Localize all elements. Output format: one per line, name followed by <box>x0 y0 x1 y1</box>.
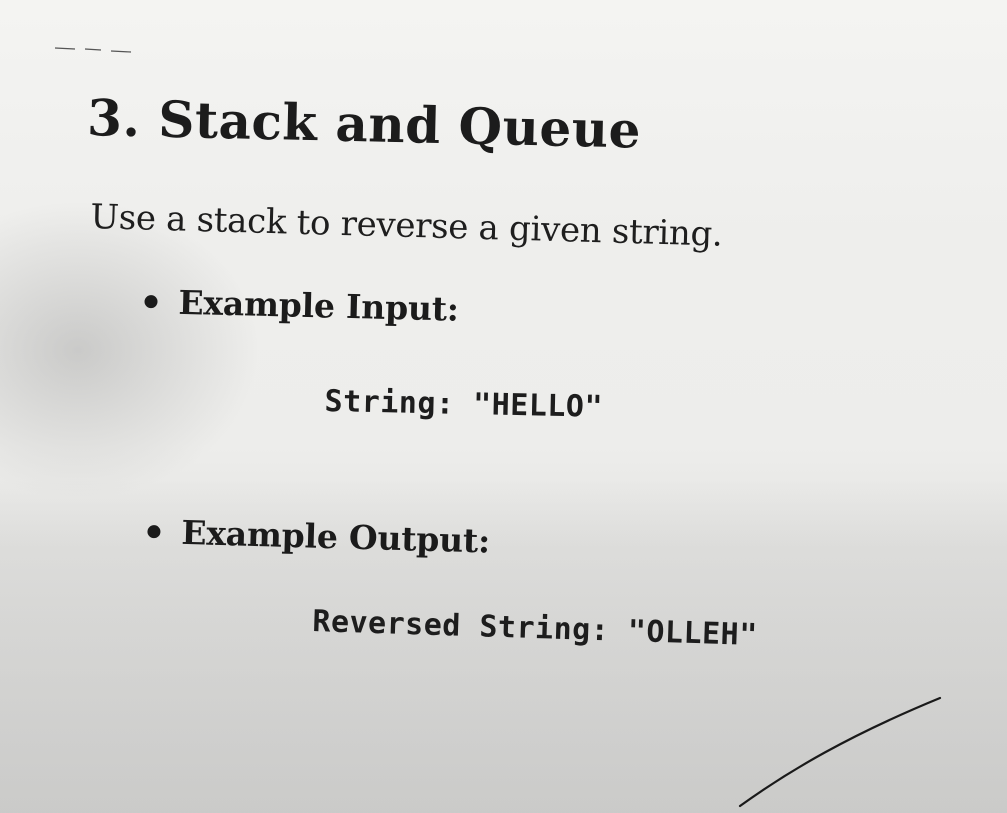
section-title-text: Stack and Queue <box>157 89 642 160</box>
section-title: 3. Stack and Queue <box>87 88 642 160</box>
shadow-left <box>0 200 260 500</box>
section-number: 3. <box>86 88 142 149</box>
shadow-lower <box>0 480 1007 813</box>
bullet-icon <box>147 524 161 539</box>
pencil-dash-mark <box>55 47 132 53</box>
bullet-icon <box>144 294 158 309</box>
example-input-label: Example Input: <box>178 282 460 329</box>
example-input-code: String: "HELLO" <box>324 384 604 425</box>
example-input-item: Example Input: <box>144 282 459 329</box>
pen-stroke-mark <box>738 696 942 808</box>
